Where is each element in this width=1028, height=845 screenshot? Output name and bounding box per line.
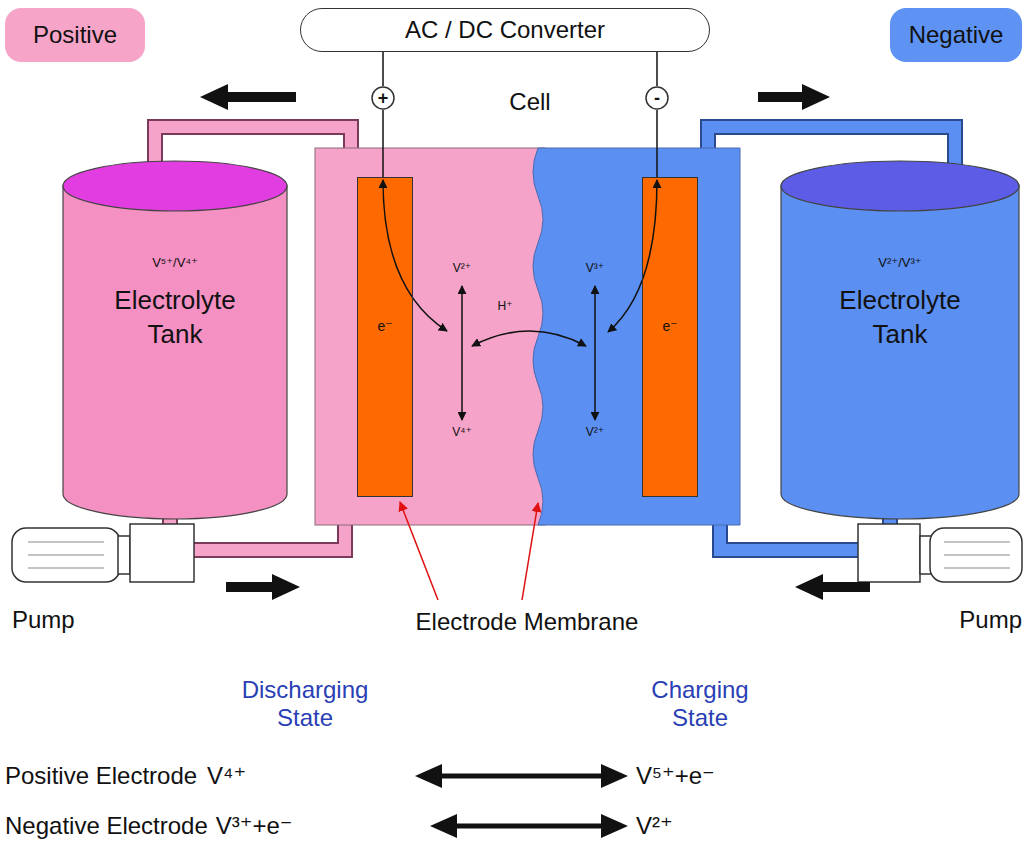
pump-motor: [930, 528, 1022, 582]
reaction-arrow-head: [430, 814, 457, 838]
sign-box: Negative: [890, 8, 1022, 62]
reaction-term: V⁵⁺+e⁻: [636, 762, 715, 790]
motor-rib: [28, 555, 104, 556]
ion-label: H⁺: [498, 300, 513, 314]
motor-rib: [944, 555, 1010, 556]
terminal-symbol: -: [645, 86, 669, 110]
tank-contents: V²⁺/V³⁺: [878, 255, 921, 270]
node-text: Negative: [909, 21, 1004, 49]
flow-arrow: [795, 574, 870, 600]
ion-label: V²⁺: [453, 262, 471, 276]
pump-motor: [12, 528, 120, 582]
leader-line: [400, 502, 438, 600]
terminal-outline: [372, 87, 394, 109]
tank-lid: [781, 161, 1019, 211]
motor-rib: [28, 542, 104, 543]
tank-lid: [63, 161, 287, 211]
sign-box: Positive: [5, 8, 145, 62]
node-text: AC / DC Converter: [405, 16, 605, 44]
electrode: e⁻: [357, 177, 413, 497]
terminal-outline: [646, 87, 668, 109]
electrode-name: Positive Electrode: [5, 762, 197, 790]
electron-symbol: e⁻: [377, 318, 392, 334]
terminal-sign: +: [378, 89, 389, 107]
cell-label: Cell: [509, 88, 550, 116]
pump-label: Pump: [12, 606, 75, 634]
ion-label: V²⁺: [586, 426, 604, 440]
pipe: [720, 520, 860, 550]
reaction-term: V⁴⁺: [207, 762, 246, 790]
reaction-arrow-head: [601, 764, 628, 788]
flow-arrow: [758, 84, 830, 110]
wire: [382, 110, 384, 177]
reaction-term: V³⁺+e⁻: [216, 812, 293, 840]
reaction-arrow-head: [601, 814, 628, 838]
electrolyte-tank: V⁵⁺/V⁴⁺ Electrolyte Tank: [62, 160, 288, 520]
tank-name: Electrolyte Tank: [810, 284, 990, 352]
wire: [382, 52, 384, 86]
electron-path: [608, 180, 657, 332]
motor-rib: [944, 568, 1010, 569]
motor-rib: [28, 568, 104, 569]
tank-body: [781, 185, 1019, 519]
reaction-arrow: [440, 774, 603, 779]
state-heading: Discharging State: [225, 676, 385, 731]
proton-path: [472, 331, 586, 346]
state-heading: Charging State: [635, 676, 765, 731]
ion-arrow: [461, 286, 463, 420]
reaction-term: V²⁺: [636, 812, 673, 840]
electrode-plate: [357, 177, 413, 497]
electron-path: [383, 180, 447, 331]
reaction-arrow-head: [415, 764, 442, 788]
electron-symbol: e⁻: [662, 318, 677, 334]
ion-label: V³⁺: [586, 262, 604, 276]
ion-label: V⁴⁺: [452, 426, 472, 440]
flow-arrow: [200, 84, 296, 110]
tank-body: [63, 185, 287, 519]
electrolyte-tank: V²⁺/V³⁺ Electrolyte Tank: [780, 160, 1020, 520]
flow-arrow: [226, 574, 300, 600]
terminal-sign: -: [654, 89, 660, 107]
wire: [656, 52, 658, 86]
reaction-arrow: [455, 824, 603, 829]
tank-name: Electrolyte Tank: [85, 284, 265, 352]
wire: [656, 110, 658, 177]
converter-box: AC / DC Converter: [300, 8, 710, 52]
motor-rib: [944, 542, 1010, 543]
pump-label: Pump: [959, 606, 1022, 634]
leader-line: [522, 503, 538, 600]
terminal-symbol: +: [371, 86, 395, 110]
pump-body: [858, 524, 920, 582]
electrode: e⁻: [642, 177, 698, 497]
membrane-label: Electrode Membrane: [416, 608, 639, 636]
electrode-plate: [642, 177, 698, 497]
pipe: [720, 520, 860, 550]
pump-body: [130, 524, 194, 582]
ion-arrow: [594, 286, 596, 420]
tank-contents: V⁵⁺/V⁴⁺: [152, 255, 198, 270]
pump-flange: [118, 536, 130, 574]
electrode-name: Negative Electrode: [5, 812, 208, 840]
node-text: Positive: [33, 21, 117, 49]
positive-half-cell: [315, 148, 545, 525]
